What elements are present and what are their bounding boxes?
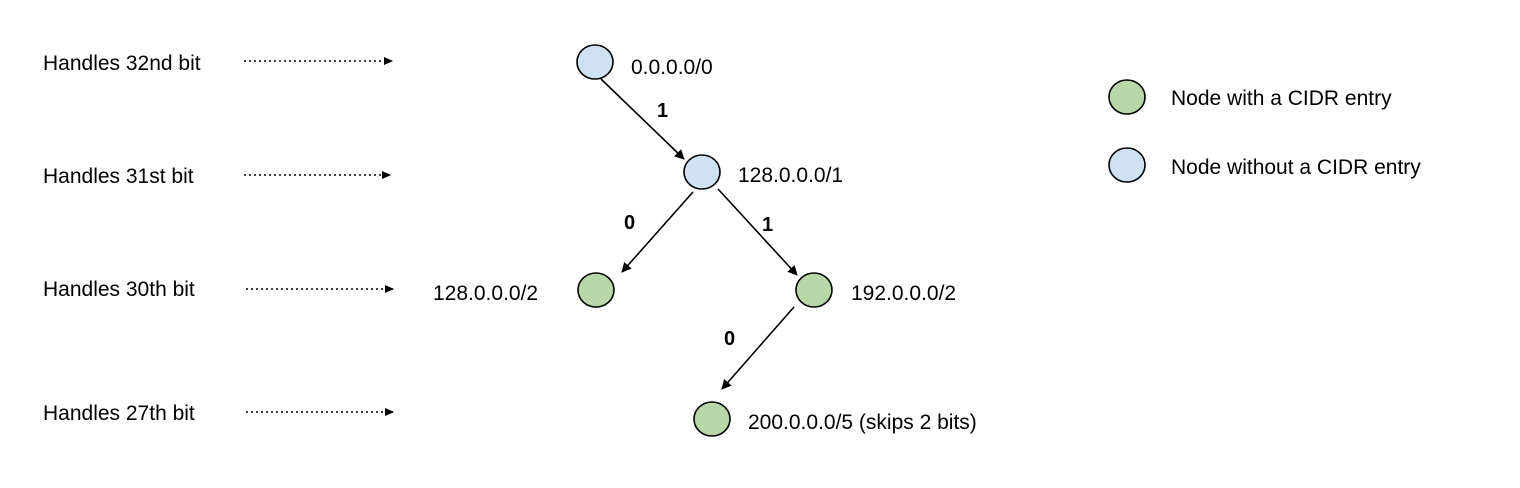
node-circle [683,154,721,190]
level-row-31: Handles 31st bit [43,165,391,188]
level-label-32nd-bit: Handles 32nd bit [43,52,201,75]
trie-node-root: 0.0.0.0/0 [576,44,713,80]
node-label: 128.0.0.0/1 [738,164,843,187]
edge-bit-labels: 1 0 1 0 [624,100,773,350]
trie-edges [600,78,798,390]
level-row-32: Handles 32nd bit [43,52,393,75]
trie-nodes: 0.0.0.0/0 128.0.0.0/1 128.0.0.0/2 192.0.… [433,44,977,437]
edge-128-1-to-128-2 [621,191,694,273]
edge-bit-label: 0 [724,328,735,350]
node-label: 192.0.0.0/2 [851,282,956,305]
level-row-27: Handles 27th bit [43,402,394,425]
legend-swatch-without-entry [1108,147,1146,183]
trie-node-192-2: 192.0.0.0/2 [795,272,956,308]
edge-root-to-128-1 [600,78,685,160]
edge-192-2-to-200-5 [721,306,795,390]
legend: Node with a CIDR entry Node without a CI… [1108,79,1421,183]
level-label-31st-bit: Handles 31st bit [43,165,194,188]
legend-item-without-entry: Node without a CIDR entry [1108,147,1421,183]
legend-swatch-with-entry [1108,79,1146,115]
node-label: 128.0.0.0/2 [433,282,538,305]
legend-label-with-entry: Node with a CIDR entry [1171,87,1392,110]
node-circle [577,272,615,308]
level-row-30: Handles 30th bit [43,278,394,301]
edge-bit-label: 0 [624,212,635,234]
legend-item-with-entry: Node with a CIDR entry [1108,79,1392,115]
level-labels: Handles 32nd bit Handles 31st bit Handle… [43,52,394,425]
legend-label-without-entry: Node without a CIDR entry [1171,156,1421,179]
node-circle [795,272,833,308]
trie-node-128-1: 128.0.0.0/1 [683,154,843,190]
edge-128-1-to-192-2 [717,188,798,276]
node-circle [576,44,614,80]
level-label-30th-bit: Handles 30th bit [43,278,195,301]
node-label: 0.0.0.0/0 [631,56,713,79]
node-label: 200.0.0.0/5 (skips 2 bits) [748,411,977,434]
edge-bit-label: 1 [762,214,773,236]
node-circle [693,401,731,437]
trie-node-200-5: 200.0.0.0/5 (skips 2 bits) [693,401,977,437]
edge-bit-label: 1 [657,100,668,122]
trie-node-128-2: 128.0.0.0/2 [433,272,615,308]
level-label-27th-bit: Handles 27th bit [43,402,195,425]
